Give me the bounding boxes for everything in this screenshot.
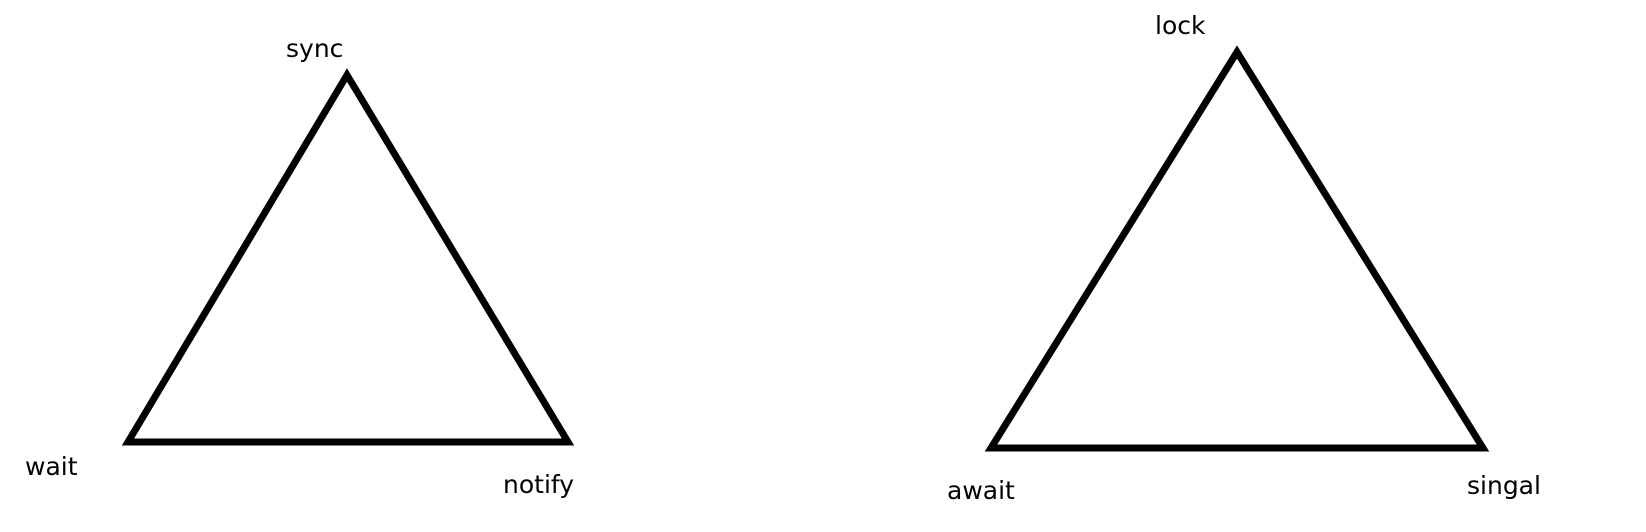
label-sync: sync: [286, 34, 344, 63]
label-notify: notify: [503, 470, 575, 499]
label-wait: wait: [25, 452, 78, 481]
label-lock: lock: [1155, 11, 1206, 40]
triangle-sync-wait-notify: [121, 68, 575, 446]
label-singal: singal: [1467, 471, 1541, 500]
label-await: await: [947, 476, 1015, 505]
triangle-lock-await-singal: [984, 45, 1490, 452]
